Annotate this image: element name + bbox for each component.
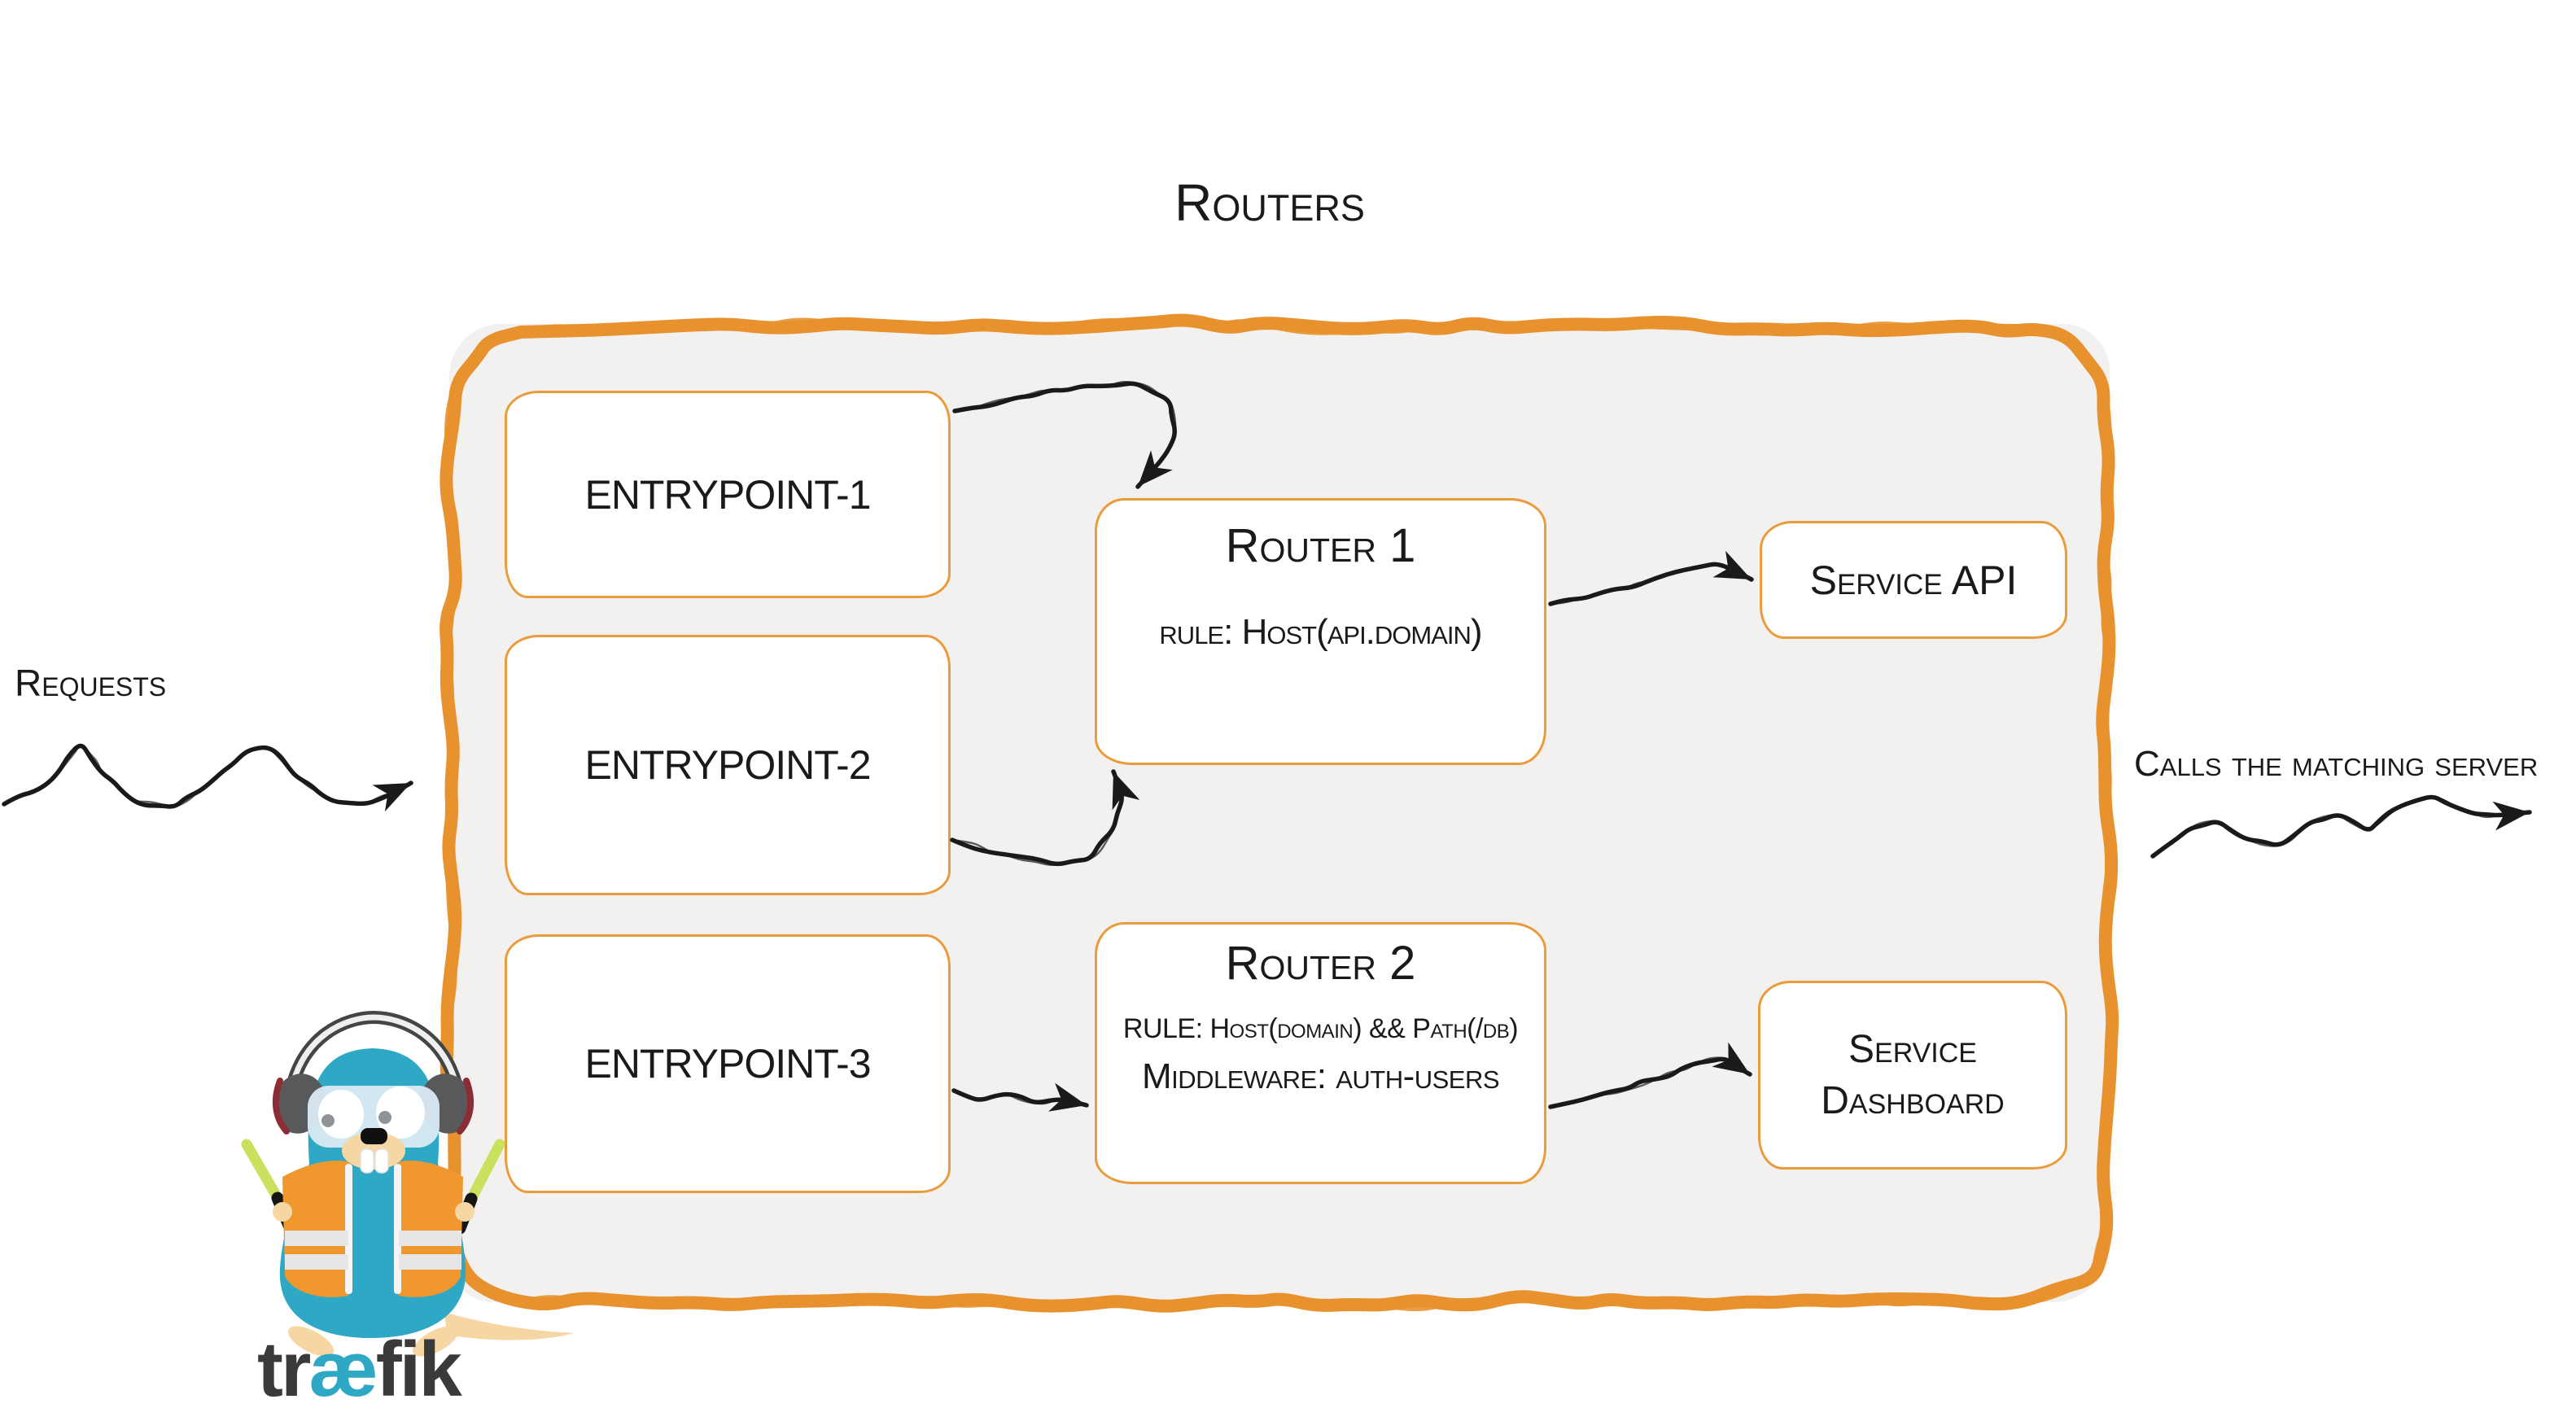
- traefik-wordmark: træfik: [257, 1325, 462, 1408]
- requests-arrow: [2, 743, 413, 812]
- service-dashboard-label: Service Dashboard: [1821, 1027, 2005, 1122]
- calls-arrow: [2150, 794, 2532, 859]
- router-2-name: Router 2: [1225, 937, 1416, 990]
- router-2-rule: RULE: Host(domain) && Path(/db): [1122, 1013, 1519, 1044]
- entrypoint-3-label: entrypoint-3: [584, 1041, 871, 1087]
- mascot-goggles-icon: [308, 1086, 440, 1148]
- diagram-title: Routers: [1174, 173, 1365, 232]
- arrowhead-icon: [372, 783, 411, 812]
- service-api-label: Service API: [1809, 557, 2018, 603]
- entrypoint-2-box: entrypoint-2: [505, 635, 951, 895]
- mascot-hands: [273, 1202, 475, 1222]
- entrypoint-1-label: entrypoint-1: [584, 471, 871, 518]
- wordmark-tr: tr: [257, 1326, 311, 1408]
- router-1-rule: rule: Host(api.domain): [1159, 612, 1482, 652]
- wordmark-ae: æ: [308, 1326, 378, 1408]
- wordmark-fik: fik: [375, 1326, 462, 1408]
- router-2-box: Router 2 RULE: Host(domain) && Path(/db)…: [1095, 922, 1546, 1184]
- entrypoint-3-box: entrypoint-3: [505, 934, 951, 1193]
- router-1-name: Router 1: [1225, 519, 1416, 572]
- requests-label: Requests: [15, 662, 167, 704]
- router-1-box: Router 1 rule: Host(api.domain): [1095, 498, 1546, 765]
- service-dashboard-box: Service Dashboard: [1758, 981, 2067, 1170]
- router-2-middleware: Middleware: auth-users: [1141, 1056, 1500, 1096]
- mascot-headphones-icon: [272, 1010, 475, 1135]
- entrypoint-2-label: entrypoint-2: [584, 742, 871, 788]
- calls-matching-server-label: Calls the matching server: [2134, 744, 2539, 784]
- entrypoint-1-box: entrypoint-1: [505, 391, 951, 598]
- mascot-safety-vest-icon: [282, 1161, 463, 1297]
- service-api-box: Service API: [1760, 521, 2067, 639]
- mascot-snout: [342, 1128, 405, 1174]
- mascot-signal-stick-left-icon: [241, 1139, 296, 1234]
- mascot-body: [279, 1048, 466, 1338]
- arrowhead-icon: [2492, 801, 2530, 831]
